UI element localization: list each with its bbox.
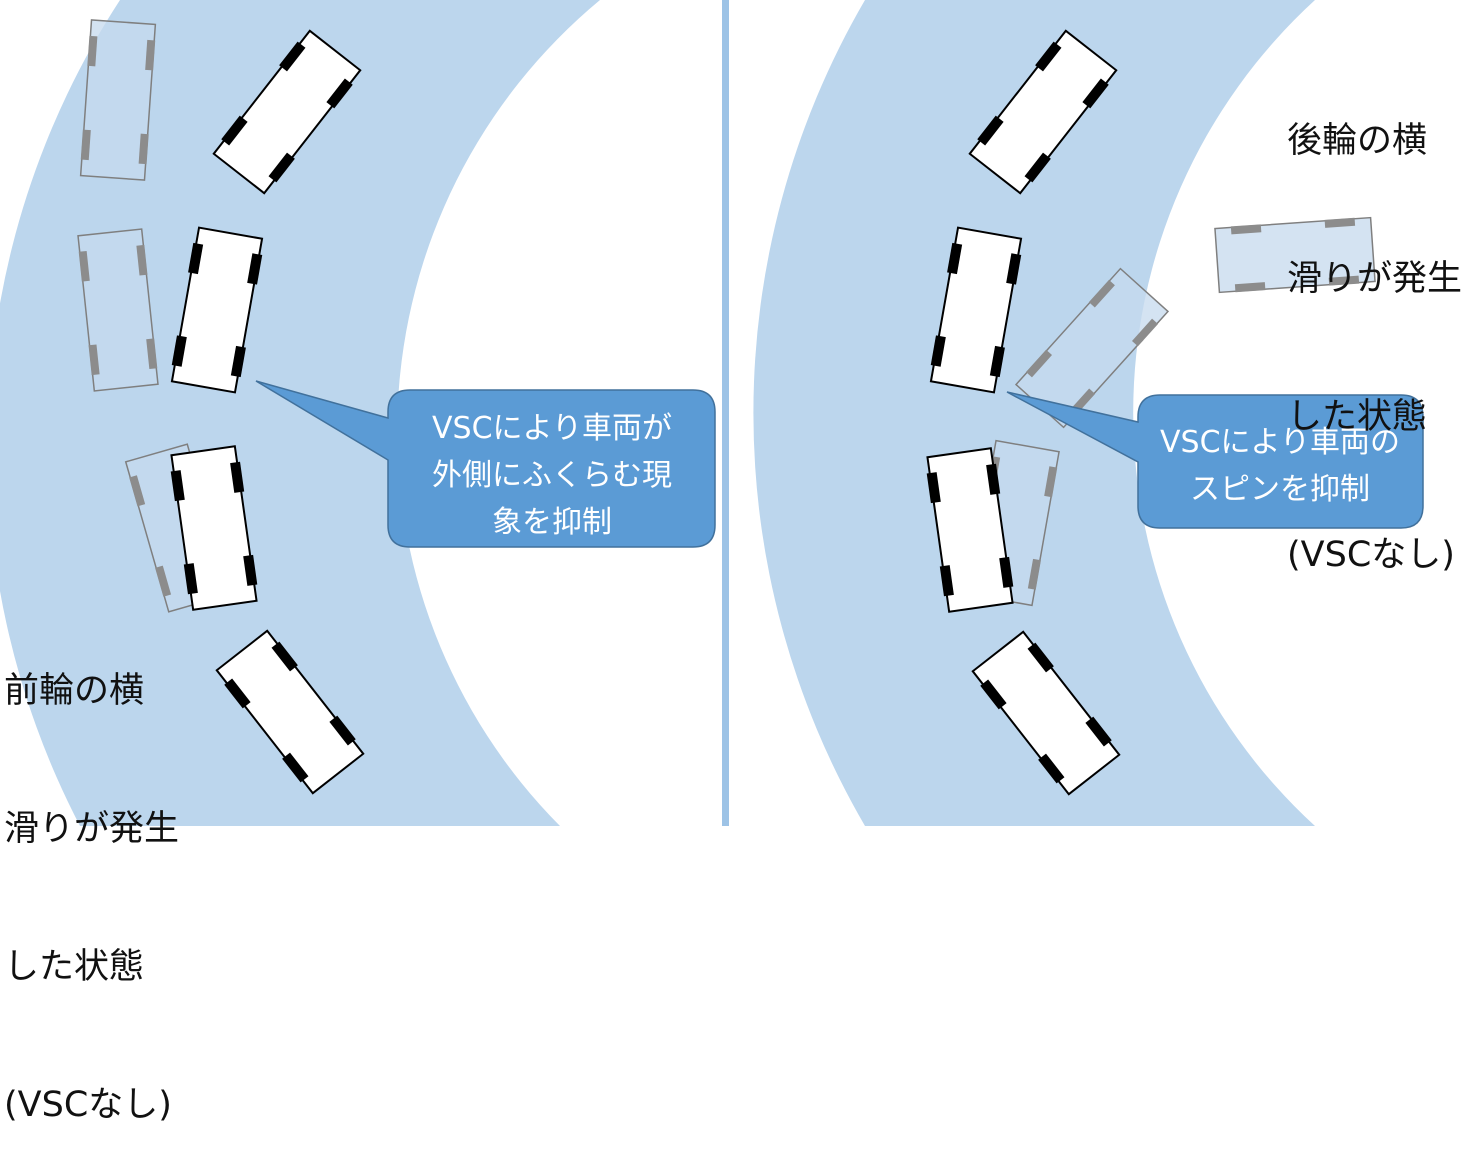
- left-callout-line-1: VSCにより車両が: [432, 411, 672, 446]
- right-label: 後輪の横 滑りが発生 した状態 (VSCなし): [1287, 26, 1462, 624]
- right-label-line-4: (VSCなし): [1287, 535, 1455, 575]
- left-callout-line-3: 象を抑制: [492, 505, 612, 540]
- vsc-diagram: VSCにより車両が 外側にふくらむ現 象を抑制 VSCにより車両の スピンを抑制: [0, 0, 1424, 826]
- left-label-line-2: 滑りが発生: [4, 809, 180, 849]
- left-callout-line-2: 外側にふくらむ現: [432, 458, 672, 493]
- road-left: [0, 0, 600, 826]
- right-callout: VSCにより車両の スピンを抑制: [1006, 391, 1424, 529]
- left-label-line-4: (VSCなし): [4, 1085, 172, 1125]
- left-callout: VSCにより車両が 外側にふくらむ現 象を抑制: [255, 380, 716, 548]
- left-label: 前輪の横 滑りが発生 した状態 (VSCなし): [4, 576, 179, 1174]
- road-right: [753, 0, 1315, 826]
- right-label-line-2: 滑りが発生: [1287, 259, 1463, 299]
- left-label-line-1: 前輪の横: [4, 671, 145, 711]
- right-label-line-3: した状態: [1287, 397, 1428, 437]
- left-ghost-car-1: [78, 19, 158, 181]
- panel-divider: [722, 0, 729, 826]
- left-label-line-3: した状態: [4, 947, 145, 987]
- right-label-line-1: 後輪の横: [1287, 121, 1428, 161]
- right-callout-line-2: スピンを抑制: [1190, 472, 1370, 507]
- right-callout-line-1: VSCにより車両の: [1160, 425, 1400, 460]
